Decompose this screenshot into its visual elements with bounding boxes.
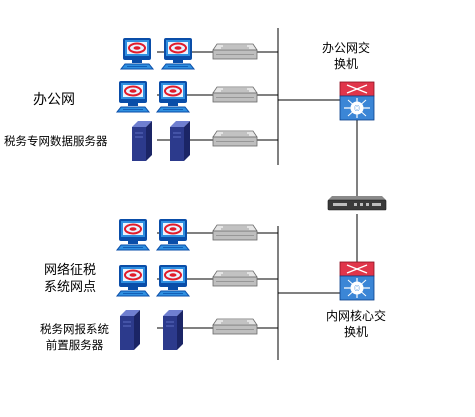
server-icon (119, 309, 141, 351)
server-icon (169, 120, 191, 162)
server-icon (131, 120, 153, 162)
office-network-text: 办公网 (33, 92, 75, 108)
firewall-icon (327, 195, 387, 211)
collection-site-line2: 系统网点 (44, 280, 97, 295)
workstation-icon (156, 264, 190, 297)
core-switch-icon (339, 261, 375, 301)
tax-data-servers (131, 120, 191, 162)
tax-server-label: 税务专网数据服务器 (4, 133, 108, 149)
office-workstations-row2 (116, 80, 190, 113)
workstation-icon (116, 218, 150, 251)
workstation-icon (116, 80, 150, 113)
switch-icon (212, 224, 258, 241)
workstation-icon (120, 37, 154, 70)
tax-server-text: 税务专网数据服务器 (4, 134, 108, 148)
switch-icon (212, 86, 258, 103)
server-icon (162, 309, 184, 351)
collection-workstations-row2 (116, 264, 190, 297)
workstation-icon (116, 264, 150, 297)
switch-icon (212, 43, 258, 60)
front-servers (119, 309, 184, 351)
office-switch-line1: 办公网交 (322, 41, 371, 55)
office-network-label: 办公网 (33, 92, 75, 108)
collection-site-label: 网络征税 系统网点 (44, 262, 96, 296)
core-switch-label: 内网核心交 换机 (326, 308, 386, 340)
switch-icon (212, 130, 258, 147)
workstation-icon (156, 80, 190, 113)
office-switch-label: 办公网交 换机 (322, 40, 370, 72)
switch-icon (212, 270, 258, 287)
collection-site-line1: 网络征税 (44, 263, 97, 278)
collection-workstations-row1 (116, 218, 190, 251)
core-switch-icon (339, 81, 375, 121)
front-server-line2: 前置服务器 (45, 338, 104, 352)
core-switch-line1: 内网核心交 (326, 309, 387, 323)
front-server-line1: 税务网报系统 (40, 322, 109, 336)
workstation-icon (156, 218, 190, 251)
office-workstations-row1 (120, 37, 195, 70)
office-switch-line2: 换机 (334, 57, 359, 71)
core-switch-line2: 换机 (344, 325, 369, 339)
workstation-icon (161, 37, 195, 70)
front-server-label: 税务网报系统 前置服务器 (40, 321, 109, 353)
switch-icon (212, 318, 258, 335)
